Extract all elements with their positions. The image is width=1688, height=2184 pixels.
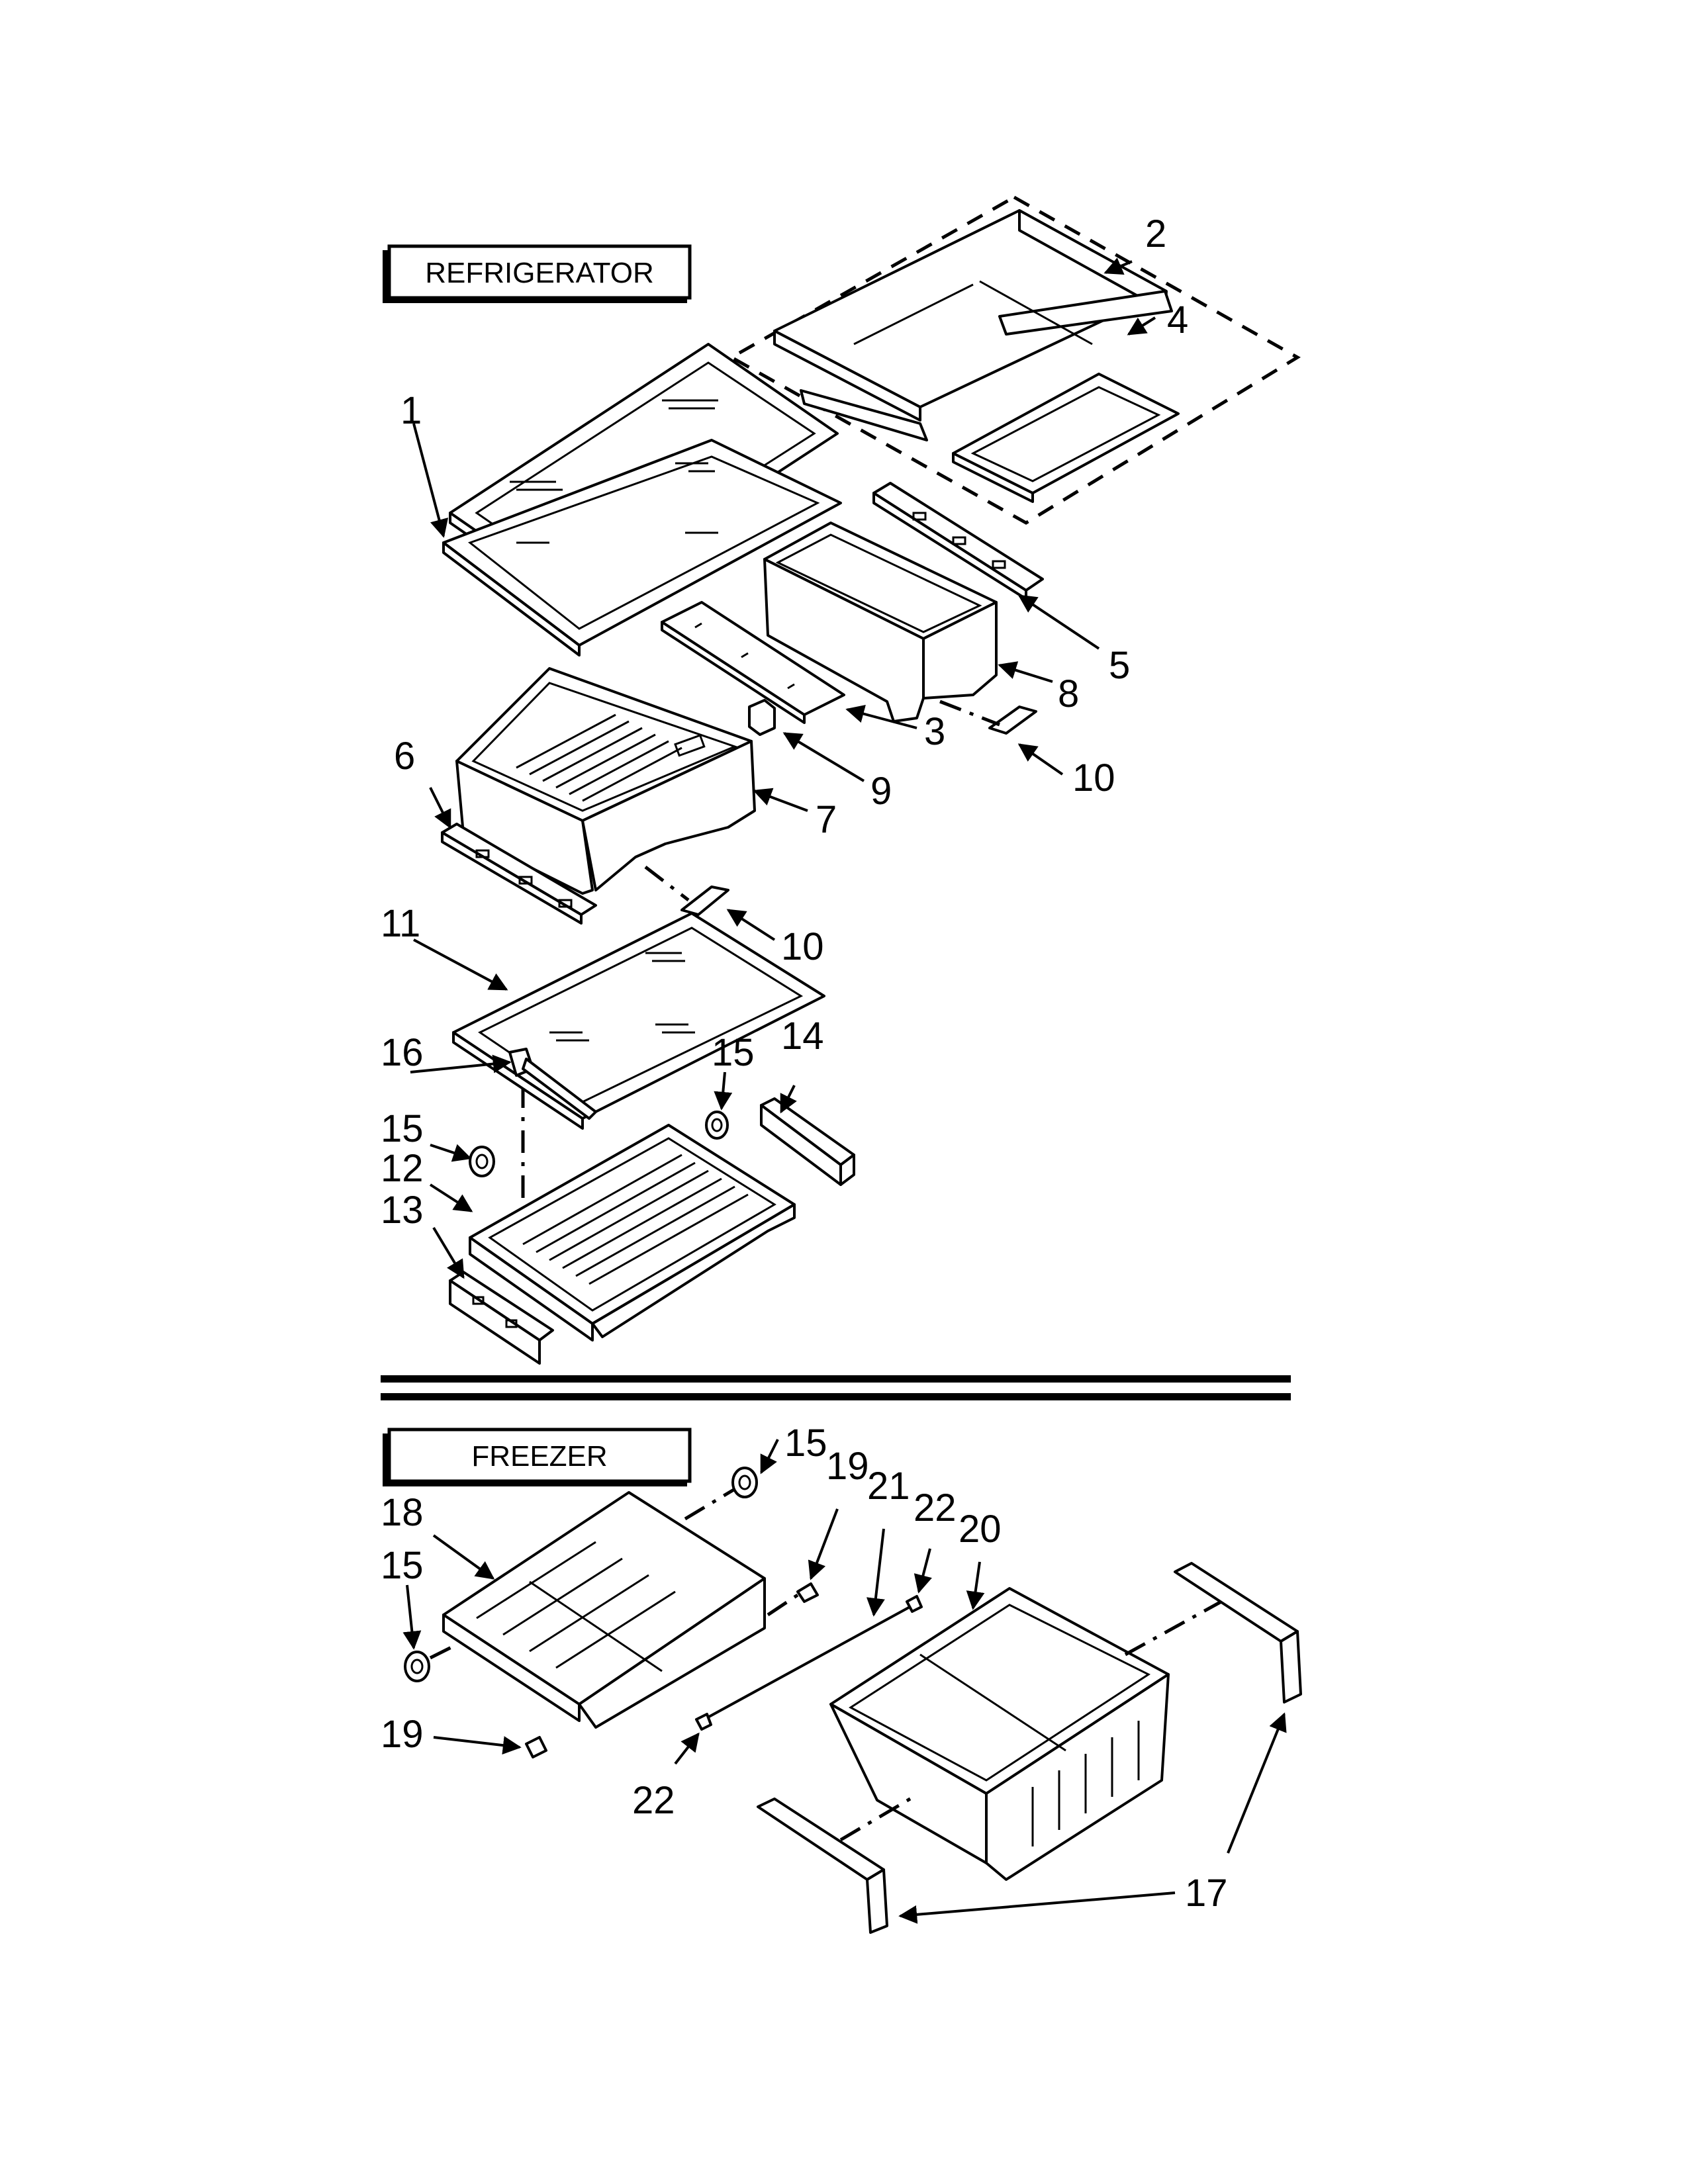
part-roller-freezer-top <box>731 1467 758 1498</box>
callout-15-freezer-left: 15 <box>381 1544 424 1587</box>
part-upper-freezer-basket <box>442 1491 766 1729</box>
part-pantry-shelf <box>452 912 825 1130</box>
part-roller-left <box>469 1146 495 1177</box>
callout-6: 6 <box>394 735 415 778</box>
section-separator <box>381 1375 1291 1400</box>
callout-2: 2 <box>1145 212 1166 255</box>
callout-15-left: 15 <box>381 1107 424 1150</box>
part-screw-lower <box>525 1736 547 1758</box>
part-rod-end-cap-left <box>695 1713 712 1731</box>
callout-11: 11 <box>381 902 420 945</box>
part-cover-glass <box>952 373 1180 503</box>
callout-22-upper: 22 <box>914 1486 957 1529</box>
freezer-heading: FREEZER <box>383 1428 692 1486</box>
callout-3: 3 <box>924 710 945 753</box>
part-glass-shelves <box>442 343 842 657</box>
part-crisper-cover <box>773 209 1173 441</box>
part-freezer-slide-left <box>757 1797 888 1934</box>
part-drawer-slide-left <box>441 823 597 925</box>
refrigerator-label: REFRIGERATOR <box>425 257 654 289</box>
callout-4: 4 <box>1167 298 1188 341</box>
part-lower-freezer-basket <box>829 1587 1170 1881</box>
callout-16: 16 <box>381 1031 424 1074</box>
callout-19-lower: 19 <box>381 1713 424 1756</box>
refrigerator-heading: REFRIGERATOR <box>383 244 692 303</box>
callout-20: 20 <box>959 1508 1002 1551</box>
callout-7: 7 <box>816 798 837 841</box>
callout-13: 13 <box>381 1189 424 1232</box>
alignment-lines-freezer <box>429 1487 1223 1842</box>
part-crisper-bin-left <box>455 667 756 895</box>
callout-21: 21 <box>867 1465 910 1508</box>
callout-12: 12 <box>381 1147 424 1190</box>
callout-18: 18 <box>381 1491 424 1534</box>
part-rod-end-cap-right <box>906 1595 923 1613</box>
callout-1: 1 <box>400 389 422 432</box>
part-bin-roller-lower <box>680 886 729 916</box>
callout-15-right: 15 <box>712 1031 755 1074</box>
callout-14: 14 <box>781 1015 824 1058</box>
part-crisper-bin-right <box>763 522 998 723</box>
part-clip <box>748 699 776 736</box>
part-basket-rod <box>701 1604 914 1722</box>
part-pantry-rail-right <box>760 1097 855 1186</box>
callout-19-upper: 19 <box>826 1445 869 1488</box>
part-screw-upper <box>796 1582 819 1603</box>
callout-9: 9 <box>870 770 892 813</box>
callout-8: 8 <box>1058 672 1079 715</box>
part-roller-right <box>705 1111 729 1140</box>
leader-arrows <box>402 257 1287 1924</box>
callout-10-lower: 10 <box>781 925 824 968</box>
part-bin-roller-upper <box>988 705 1037 735</box>
callout-10-upper: 10 <box>1072 756 1115 799</box>
callout-22-lower: 22 <box>632 1779 675 1822</box>
part-pantry-rail-left <box>449 1271 554 1365</box>
callout-17: 17 <box>1185 1872 1228 1915</box>
drawer-cover-group-outline <box>727 195 1301 525</box>
part-pantry-bracket <box>508 1048 597 1120</box>
part-freezer-slide-right <box>1174 1562 1302 1704</box>
freezer-label: FREEZER <box>471 1440 607 1473</box>
callout-5: 5 <box>1109 644 1130 687</box>
part-bin-divider <box>661 601 845 724</box>
part-pantry-drawer <box>469 1124 796 1342</box>
callout-15-freezer-top: 15 <box>784 1422 827 1465</box>
part-roller-freezer-left <box>404 1651 430 1682</box>
